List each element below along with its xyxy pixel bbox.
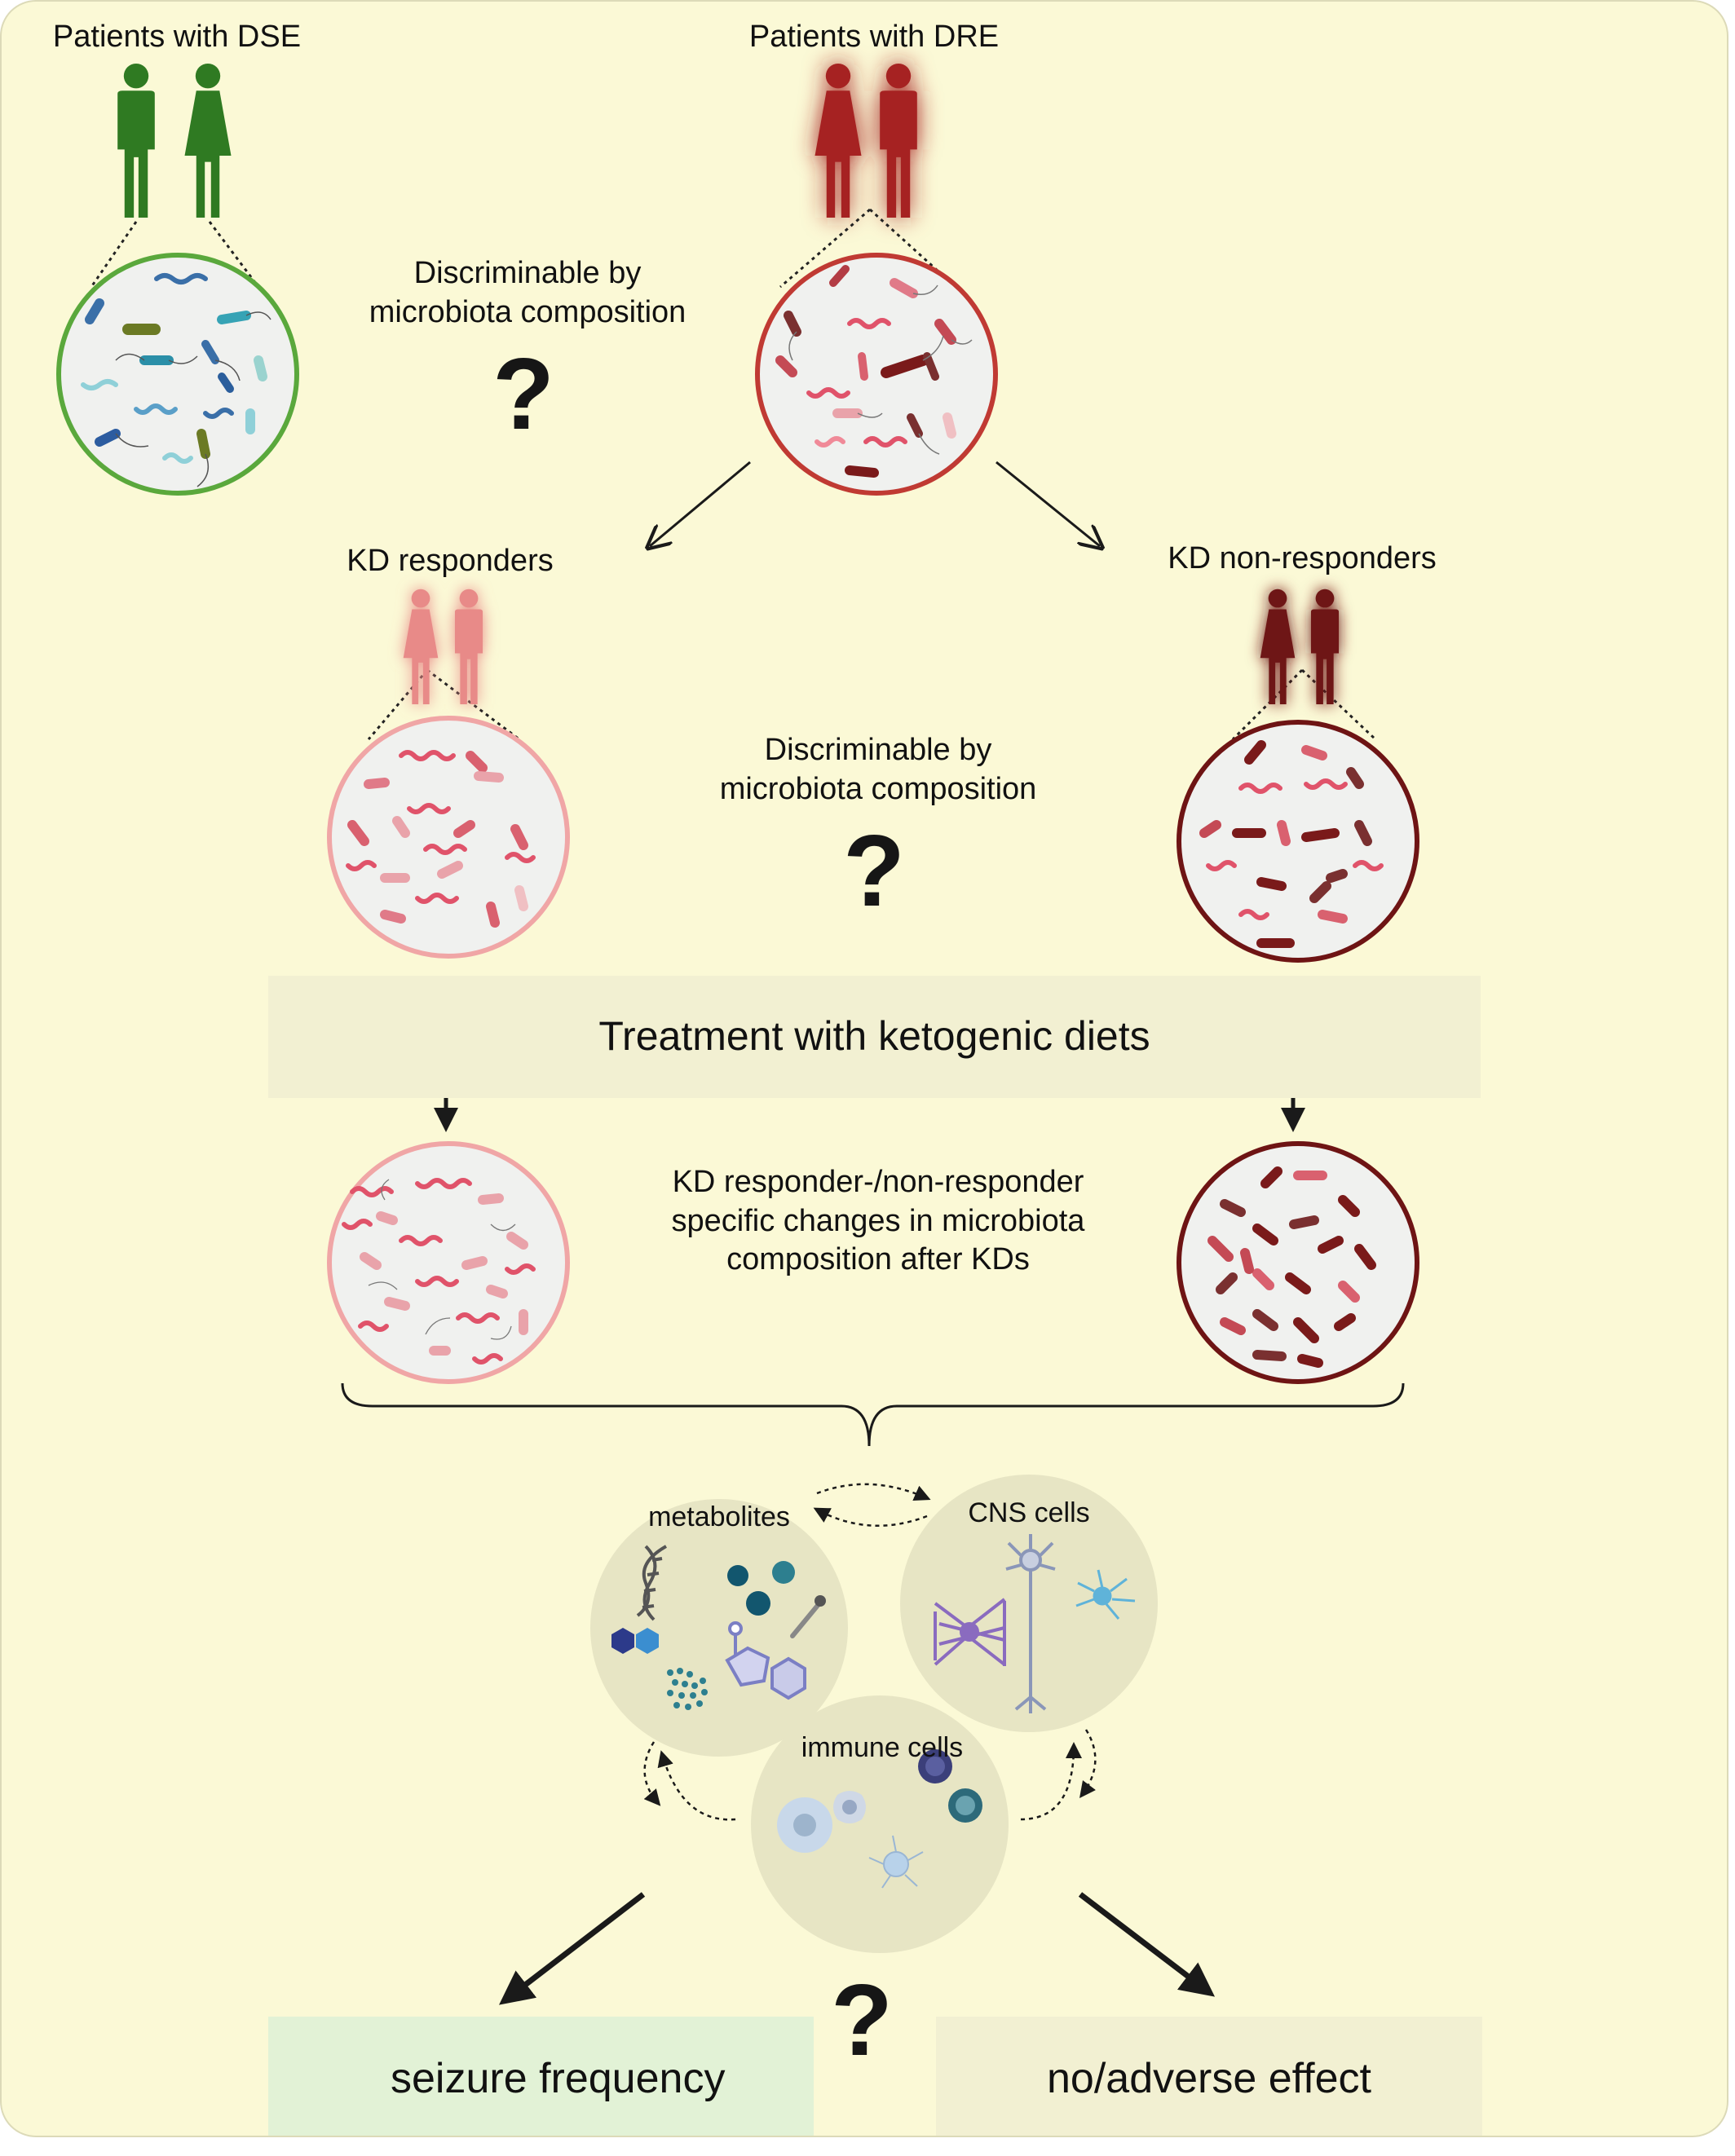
dse-microbiota-circle (56, 253, 299, 496)
dre-label: Patients with DRE (748, 20, 1000, 54)
non-responder-microbiota-circle (1177, 720, 1419, 963)
question-mark-1: ? (492, 338, 554, 451)
responder-microbiota-circle (327, 716, 570, 959)
non-responder-after-kd-circle (1177, 1141, 1419, 1384)
metabolites-circle (590, 1499, 848, 1757)
dre-microbiota-circle (755, 253, 998, 496)
question-mark-2: ? (843, 815, 905, 928)
immune-cells-circle (751, 1695, 1009, 1953)
outcome-arrows (498, 1892, 1216, 2005)
changes-text: KD responder-/non-responder specific cha… (671, 1165, 1085, 1276)
seizure-label: seizure frequency (391, 2055, 726, 2102)
dse-label: Patients with DSE (52, 20, 302, 54)
astrocyte-icon (934, 1598, 1006, 1666)
treatment-box: Treatment with ketogenic diets (268, 976, 1481, 1098)
non-responders-label: KD non-responders (1168, 541, 1437, 575)
kd-non-responders-icon (1260, 589, 1340, 704)
responders-label: KD responders (347, 544, 554, 578)
question-2-text: Discriminable by microbiota composition (719, 733, 1037, 806)
microglia-icon (1075, 1569, 1136, 1620)
lymphocyte-icon (918, 1749, 982, 1823)
dse-patients-icon (117, 63, 232, 218)
dna-icon (636, 1545, 667, 1621)
neuron-icon (1005, 1534, 1056, 1713)
metabolites-label: metabolites (648, 1501, 790, 1532)
small-particles-icon (667, 1668, 708, 1710)
cns-cells-circle (900, 1475, 1158, 1732)
grouping-brace (341, 1382, 1405, 1447)
split-arrows (650, 461, 1100, 546)
hexagon-molecule-icon (611, 1628, 659, 1654)
question-1-text: Discriminable by microbiota composition (369, 256, 686, 329)
ring-molecule-icon (725, 1621, 806, 1700)
question-mark-3: ? (831, 1964, 893, 2077)
interaction-arrows (643, 1483, 1097, 1821)
adverse-effect-box: no/adverse effect (936, 2017, 1482, 2136)
responder-after-kd-circle (327, 1141, 570, 1384)
seizure-frequency-box: seizure frequency (268, 2017, 814, 2136)
treatment-label: Treatment with ketogenic diets (598, 1013, 1150, 1059)
macrophage-icon (777, 1791, 866, 1853)
kd-responders-icon (403, 589, 483, 704)
dendritic-cell-icon (868, 1835, 924, 1889)
adverse-label: no/adverse effect (1047, 2055, 1371, 2102)
cns-cells-label: CNS cells (968, 1497, 1090, 1528)
immune-cells-label: immune cells (801, 1732, 964, 1763)
dre-patients-icon (815, 63, 917, 218)
zoom-lines (90, 208, 1377, 741)
